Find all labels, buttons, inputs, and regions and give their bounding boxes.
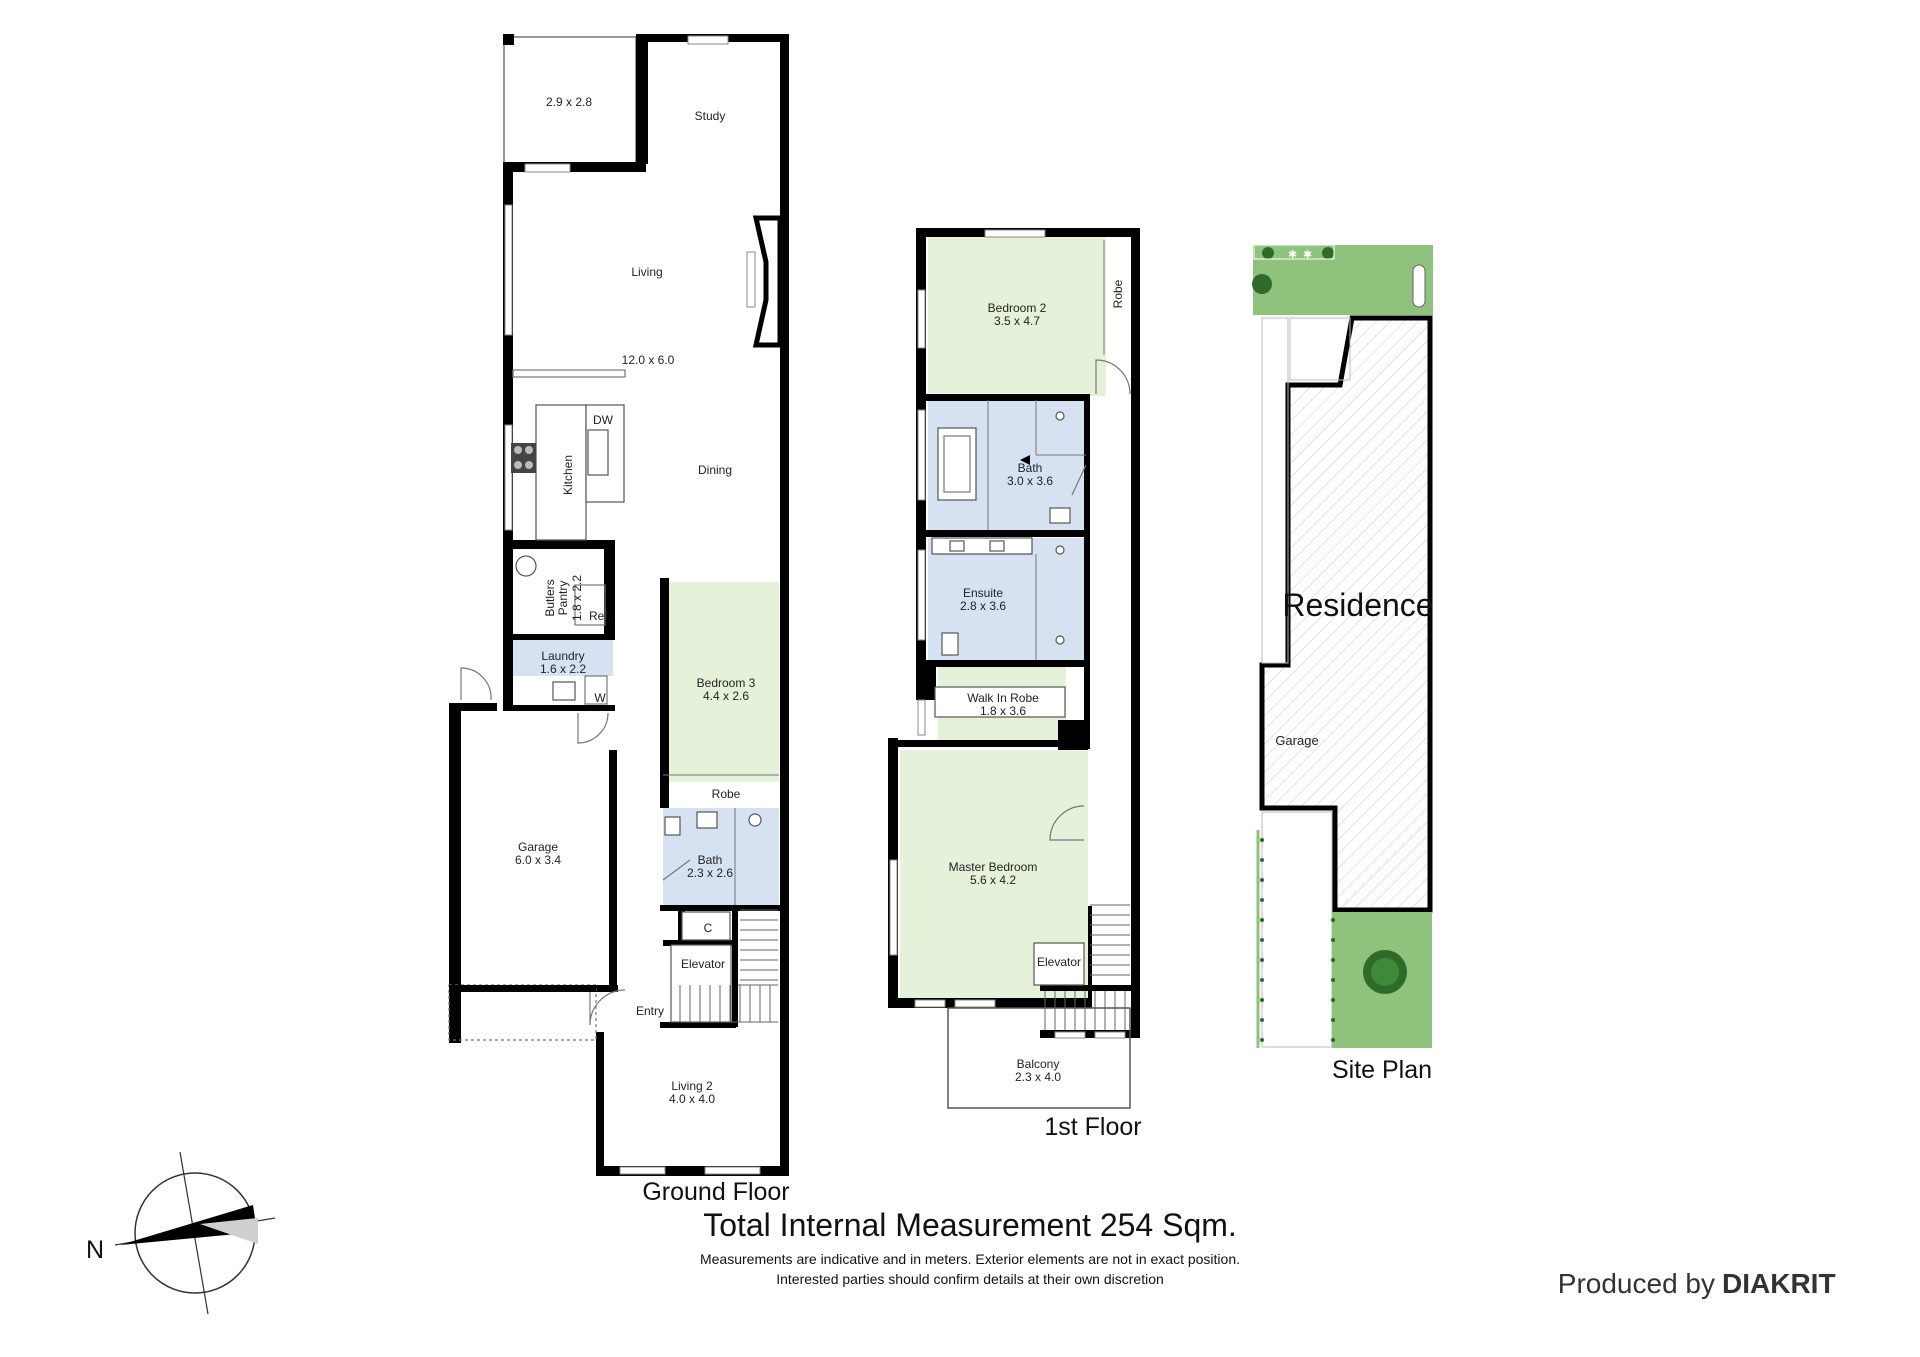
ensuite-dims: 2.8 x 3.6 [960,599,1006,613]
first-bath-dims: 3.0 x 3.6 [1007,474,1053,488]
living2-dims: 4.0 x 4.0 [669,1092,715,1106]
living2-label: Living 2 [671,1079,713,1093]
master-bedroom-label: Master Bedroom [949,860,1038,874]
master-bedroom-dims: 5.6 x 4.2 [970,873,1016,887]
total-measurement: Total Internal Measurement 254 Sqm. [703,1207,1237,1243]
residence-footprint [1259,315,1433,913]
ground-bath-label: Bath [698,853,723,867]
ensuite-label: Ensuite [963,586,1003,600]
site-plan: ✱ ✱ Residence Garage Site Plan [1252,244,1434,1084]
courtyard-dims: 2.9 x 2.8 [546,95,592,109]
walk-in-robe-label: Walk In Robe [967,691,1039,705]
produced-by-label: Produced by [1558,1268,1715,1299]
svg-text:✱: ✱ [1288,248,1297,261]
living-dims: 12.0 x 6.0 [622,353,675,367]
balcony-label: Balcony [1017,1057,1060,1071]
bedroom3-area [663,582,779,782]
balcony-dims: 2.3 x 4.0 [1015,1070,1061,1084]
kitchen-label: Kitchen [561,455,575,495]
ground-bath-dims: 2.3 x 2.6 [687,866,733,880]
residence-label: Residence [1282,587,1433,623]
bedroom2-label: Bedroom 2 [988,301,1047,315]
garage-label: Garage [518,840,558,854]
svg-text:✱: ✱ [1303,248,1312,261]
first-floor-plan: Bedroom 2 3.5 x 4.7 Robe Bath 3.0 x 3.6 … [888,228,1142,1141]
dw-label: DW [593,413,614,427]
w-label: W [594,691,606,705]
ground-floor-plan: 2.9 x 2.8 Study Living 12.0 x 6.0 Kitche… [448,34,790,1206]
footer: Total Internal Measurement 254 Sqm. Meas… [700,1207,1836,1299]
laundry-area [503,640,613,676]
bedroom3-dims: 4.4 x 2.6 [703,689,749,703]
first-bath-label: Bath [1018,461,1043,475]
site-garage-label: Garage [1275,733,1318,748]
butlers-dims: 1.8 x 2.2 [570,575,584,621]
ref-label: Ref. [589,609,611,623]
first-elevator-label: Elevator [1037,955,1081,969]
living-label: Living [631,265,662,279]
garage-dims: 6.0 x 3.4 [515,853,561,867]
first-robe-label: Robe [1111,279,1125,308]
footer-note-1: Measurements are indicative and in meter… [700,1251,1240,1267]
first-floor-title: 1st Floor [1044,1113,1141,1141]
brand-name: DIAKRIT [1722,1268,1836,1299]
bedroom2-area [928,236,1106,396]
footer-note-2: Interested parties should confirm detail… [776,1271,1164,1287]
bedroom3-label: Bedroom 3 [697,676,756,690]
site-front-garden [1253,245,1433,315]
compass-north-label: N [86,1236,104,1264]
cupboard-label: C [704,921,713,935]
dining-label: Dining [698,463,732,477]
compass-needle [120,1205,257,1245]
laundry-dims: 1.6 x 2.2 [540,662,586,676]
site-plan-title: Site Plan [1332,1056,1432,1084]
ground-floor-title: Ground Floor [642,1178,789,1206]
laundry-label: Laundry [541,649,584,663]
walk-in-robe-dims: 1.8 x 3.6 [980,704,1026,718]
study-label: Study [695,109,726,123]
entry-label: Entry [636,1004,664,1018]
ground-elevator-label: Elevator [681,957,725,971]
bedroom2-dims: 3.5 x 4.7 [994,314,1040,328]
robe-label: Robe [712,787,741,801]
butlers-label-1: Butlers [543,579,557,616]
compass: N [86,1151,276,1315]
butlers-label-2: Pantry [556,581,570,616]
